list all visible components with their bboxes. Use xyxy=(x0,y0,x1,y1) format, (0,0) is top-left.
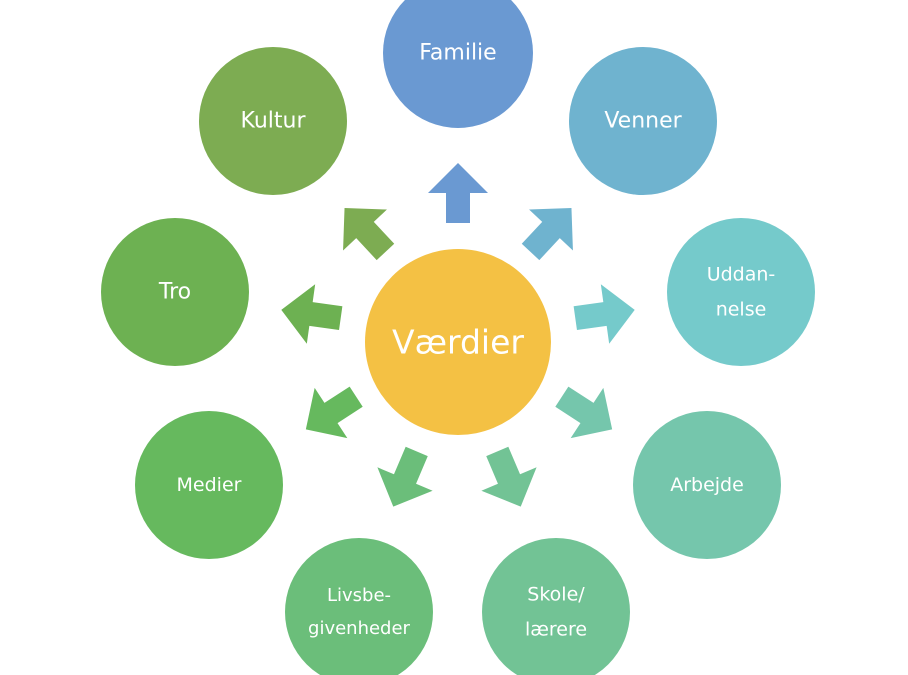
arrow-to-tro xyxy=(281,284,343,344)
node-livsbegivenheder-label: Livsbe- xyxy=(327,585,391,606)
node-skole-laerere-circle xyxy=(482,538,630,675)
node-skole-laerere-label: lærere xyxy=(525,619,587,641)
arrows-layer xyxy=(281,163,635,507)
node-arbejde-label: Arbejde xyxy=(670,474,744,496)
arrow-to-medier xyxy=(305,386,363,439)
node-arbejde-circle xyxy=(633,411,781,559)
node-livsbegivenheder-circle xyxy=(285,538,433,675)
node-skole-laerere-label: Skole/ xyxy=(527,583,585,605)
node-medier: Medier xyxy=(135,411,283,559)
node-familie-circle xyxy=(383,0,533,128)
node-venner-circle xyxy=(569,47,717,195)
node-uddannelse-label: Uddan- xyxy=(707,263,776,285)
node-arbejde: Arbejde xyxy=(633,411,781,559)
node-tro-circle xyxy=(101,218,249,366)
node-familie-label: Familie xyxy=(419,41,496,66)
arrow-to-livsbegivenheder xyxy=(377,446,433,507)
node-medier-label: Medier xyxy=(177,474,242,496)
node-uddannelse-label: nelse xyxy=(716,299,767,321)
node-livsbegivenheder-label: givenheder xyxy=(308,618,411,639)
node-venner-label: Venner xyxy=(604,109,682,134)
nodes-layer: FamilieVennerUddan-nelseArbejdeSkole/lær… xyxy=(101,0,815,675)
node-uddannelse: Uddan-nelse xyxy=(667,218,815,366)
arrow-to-arbejde xyxy=(555,386,613,439)
arrow-to-familie xyxy=(428,163,488,223)
arrow-to-uddannelse xyxy=(573,284,635,344)
center-label: Værdier xyxy=(392,323,524,362)
center-node: Værdier xyxy=(365,249,551,435)
arrow-to-skole-laerere xyxy=(481,446,537,507)
node-uddannelse-circle xyxy=(667,218,815,366)
node-tro-label: Tro xyxy=(158,280,191,305)
node-kultur-circle xyxy=(199,47,347,195)
arrow-to-venner xyxy=(521,208,573,261)
node-venner: Venner xyxy=(569,47,717,195)
node-kultur-label: Kultur xyxy=(240,109,306,134)
node-familie: Familie xyxy=(383,0,533,128)
node-skole-laerere: Skole/lærere xyxy=(482,538,630,675)
node-kultur: Kultur xyxy=(199,47,347,195)
node-medier-circle xyxy=(135,411,283,559)
node-livsbegivenheder: Livsbe-givenheder xyxy=(285,538,433,675)
node-tro: Tro xyxy=(101,218,249,366)
center-circle xyxy=(365,249,551,435)
arrow-to-kultur xyxy=(343,208,395,261)
